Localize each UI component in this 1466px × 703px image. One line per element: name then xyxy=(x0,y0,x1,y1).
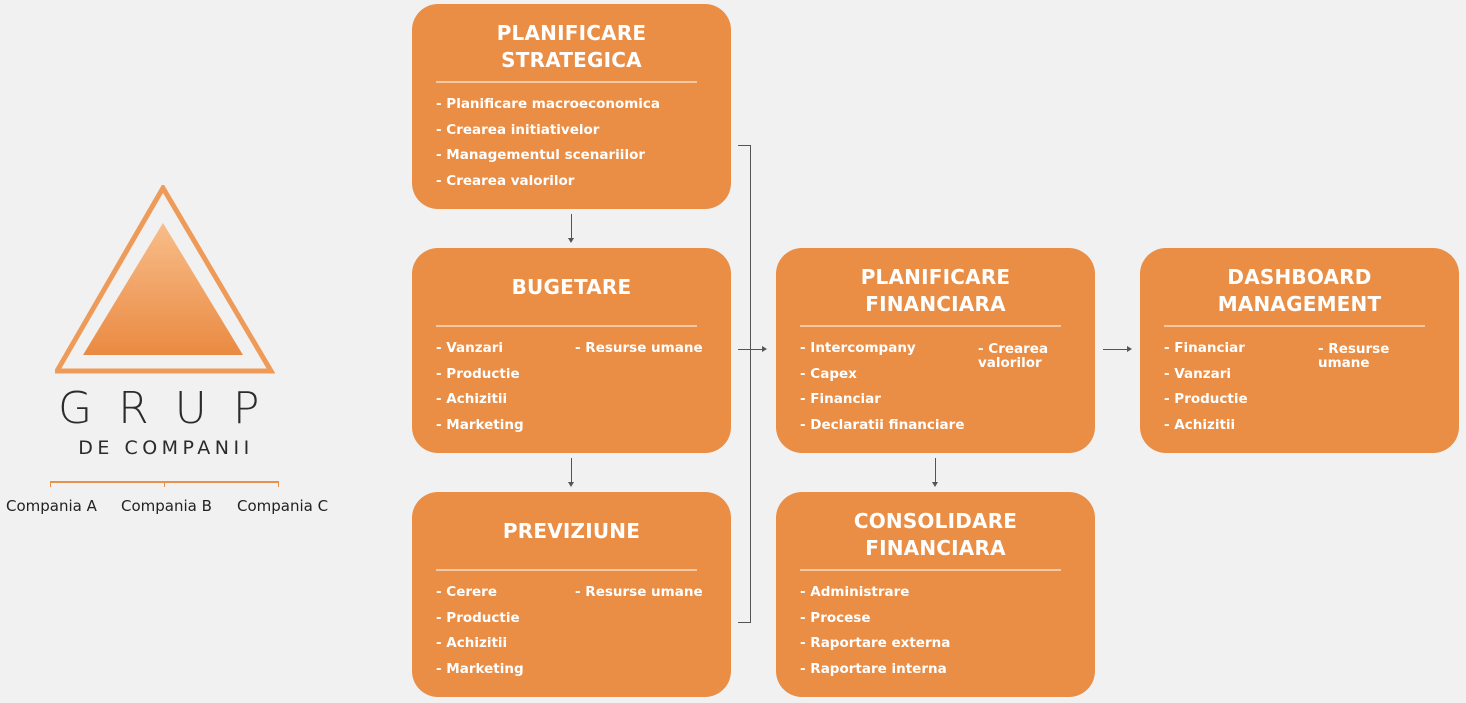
arrow-down-icon xyxy=(932,482,938,487)
connector-bracket-financiara xyxy=(738,349,762,350)
list-item: - Marketing xyxy=(436,660,524,677)
box-item-list-right: - Crearea valorilor xyxy=(978,342,1048,370)
box-dashboard-management: DASHBOARD MANAGEMENT - Financiar - Vanza… xyxy=(1140,248,1459,453)
box-divider xyxy=(436,569,697,571)
connector-strategica-bugetare xyxy=(571,214,572,238)
company-a-label: Compania A xyxy=(6,497,97,515)
list-item: - Managementul scenariilor xyxy=(436,147,645,164)
list-item: - Crearea valorilor xyxy=(436,172,575,189)
list-item: - Capex xyxy=(800,365,857,382)
list-item: - Crearea initiativelor xyxy=(436,121,600,138)
list-item: - Cerere xyxy=(436,584,497,600)
box-title: PLANIFICARE FINANCIARA xyxy=(860,265,1011,316)
arrow-down-icon xyxy=(568,482,574,487)
list-item: - Crearea valorilor xyxy=(978,341,1049,371)
list-item: - Marketing xyxy=(436,416,524,433)
box-title: BUGETARE xyxy=(511,275,632,299)
box-planificare-financiara: PLANIFICARE FINANCIARA - Intercompany - … xyxy=(776,248,1095,453)
box-divider xyxy=(1164,325,1425,327)
box-item-list: - Cerere - Productie - Achizitii - Marke… xyxy=(436,580,524,682)
connector-bugetare-previziune xyxy=(571,458,572,482)
arrow-right-icon xyxy=(1127,346,1132,352)
box-consolidare-financiara: CONSOLIDARE FINANCIARA - Administrare - … xyxy=(776,492,1095,697)
bracket-vertical xyxy=(750,145,751,623)
box-item-list: - Financiar - Vanzari - Productie - Achi… xyxy=(1164,336,1248,438)
list-item: - Productie xyxy=(436,609,520,626)
box-bugetare: BUGETARE - Vanzari - Productie - Achizit… xyxy=(412,248,731,453)
box-title: CONSOLIDARE FINANCIARA xyxy=(853,509,1018,560)
list-item: - Resurse umane xyxy=(575,340,703,356)
list-item: - Resurse umane xyxy=(1318,341,1390,371)
box-item-list-right: - Resurse umane xyxy=(575,580,703,606)
list-item: - Administrare xyxy=(800,584,910,600)
list-item: - Financiar xyxy=(800,391,881,408)
logo-rule-tick-middle xyxy=(164,481,165,487)
list-item: - Intercompany xyxy=(800,340,916,356)
box-divider xyxy=(800,569,1061,571)
list-item: - Planificare macroeconomica xyxy=(436,96,661,112)
bracket-bottom xyxy=(738,622,750,623)
list-item: - Productie xyxy=(436,365,520,382)
list-item: - Achizitii xyxy=(1164,416,1236,433)
list-item: - Achizitii xyxy=(436,391,508,408)
box-divider xyxy=(436,81,697,83)
logo-rule-tick-left xyxy=(50,481,51,487)
list-item: - Declaratii financiare xyxy=(800,416,965,433)
list-item: - Productie xyxy=(1164,391,1248,408)
box-divider xyxy=(436,325,697,327)
logo-subtitle: DE COMPANII xyxy=(78,437,254,459)
box-previziune: PREVIZIUNE - Cerere - Productie - Achizi… xyxy=(412,492,731,697)
logo-title: GRUP xyxy=(58,383,286,434)
list-item: - Vanzari xyxy=(1164,365,1231,382)
logo-rule-tick-right xyxy=(278,481,279,487)
box-planificare-strategica: PLANIFICARE STRATEGICA - Planificare mac… xyxy=(412,4,731,209)
connector-financiara-dashboard xyxy=(1103,349,1127,350)
box-item-list: - Intercompany - Capex - Financiar - Dec… xyxy=(800,336,964,438)
box-item-list: - Administrare - Procese - Raportare ext… xyxy=(800,580,950,682)
company-c-label: Compania C xyxy=(237,497,329,515)
bracket-top xyxy=(738,145,750,146)
list-item: - Raportare interna xyxy=(800,660,947,677)
connector-financiara-consolidare xyxy=(935,458,936,482)
box-item-list: - Vanzari - Productie - Achizitii - Mark… xyxy=(436,336,524,438)
list-item: - Procese xyxy=(800,609,871,626)
list-item: - Achizitii xyxy=(436,635,508,652)
company-b-label: Compania B xyxy=(121,497,212,515)
triangle-logo-icon xyxy=(55,185,275,374)
arrow-down-icon xyxy=(568,238,574,243)
list-item: - Financiar xyxy=(1164,340,1245,356)
arrow-right-icon xyxy=(762,346,767,352)
box-title: DASHBOARD MANAGEMENT xyxy=(1217,265,1382,316)
box-divider xyxy=(800,325,1061,327)
box-title: PLANIFICARE STRATEGICA xyxy=(496,21,647,72)
box-item-list-right: - Resurse umane xyxy=(1318,342,1389,370)
list-item: - Vanzari xyxy=(436,340,503,356)
box-item-list: - Planificare macroeconomica - Crearea i… xyxy=(436,92,660,194)
list-item: - Resurse umane xyxy=(575,584,703,600)
box-item-list-right: - Resurse umane xyxy=(575,336,703,362)
box-title: PREVIZIUNE xyxy=(502,519,641,543)
list-item: - Raportare externa xyxy=(800,635,951,652)
